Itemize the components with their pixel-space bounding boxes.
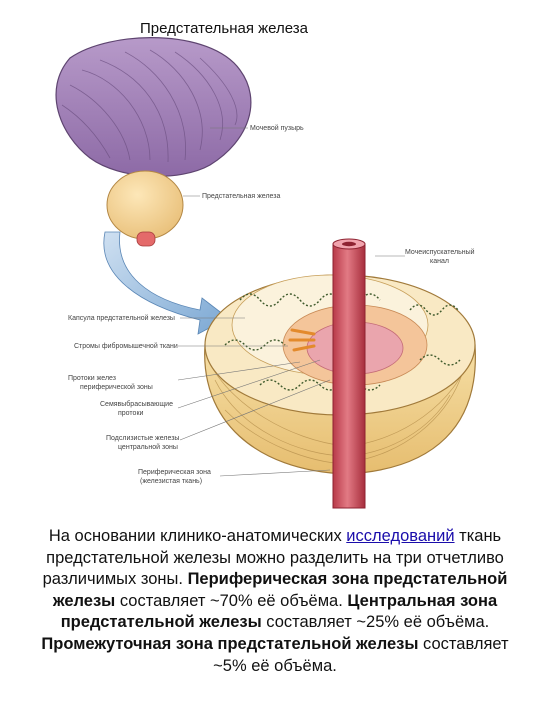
prostate-illustration: Мочевой пузырь Предстательная железа Моч…	[55, 37, 476, 509]
bladder-shape	[55, 37, 252, 177]
caption-text: На основании клинико-анатомических иссле…	[40, 526, 510, 677]
label-peripheral-ducts-2: периферической зоны	[80, 383, 153, 391]
label-peripheral-ducts-1: Протоки желез	[68, 375, 116, 382]
caption-part: На основании клинико-анатомических	[48, 527, 347, 545]
label-prostate: Предстательная железа	[202, 193, 281, 200]
research-link[interactable]: исследований	[346, 527, 455, 545]
caption-part: ткань предстательной железы можно раздел…	[42, 527, 504, 589]
caption-bold-peripheral: Периферическая зона предстательной желез…	[52, 570, 508, 610]
caption-part: составляет ~70% её объёма.	[115, 591, 348, 610]
caption-bold-transition: Промежуточная зона предстательной железы	[41, 634, 419, 653]
label-ejaculatory-1: Семявыбрасывающие	[100, 400, 173, 408]
page-title: Предстательная железа	[140, 20, 308, 37]
caption-part: составляет ~5% её объёма.	[213, 634, 509, 675]
prostate-cross-section	[204, 238, 476, 509]
caption-part: составляет ~25% её объёма.	[261, 613, 490, 632]
label-urethra-2: канал	[430, 258, 449, 265]
label-fibromuscular: Стромы фибромышечной ткани	[74, 342, 178, 350]
label-bladder: Мочевой пузырь	[250, 124, 304, 132]
label-peripheral-zone-1: Периферическая зона	[138, 469, 211, 476]
label-central-2: центральной зоны	[118, 443, 178, 451]
label-peripheral-zone-2: (железистая ткань)	[140, 478, 202, 485]
caption-bold-central: Центральная зона предстательной железы	[60, 591, 498, 632]
label-capsule: Капсула предстательной железы	[68, 314, 175, 322]
label-urethra-1: Мочеиспускательный	[405, 248, 475, 256]
label-central-1: Подслизистые железы	[106, 435, 179, 442]
leader-lines	[177, 127, 405, 477]
prostate-small-shape	[106, 170, 184, 247]
label-ejaculatory-2: протоки	[118, 410, 144, 417]
